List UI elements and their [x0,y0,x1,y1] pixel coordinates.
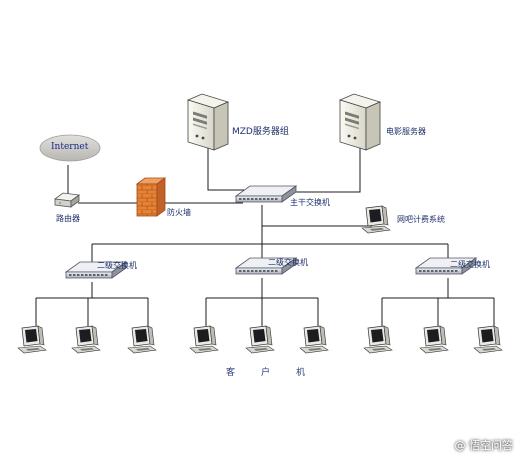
core-switch-icon [235,185,297,203]
billing-computer-icon [361,205,391,234]
client-computer-icon [363,325,393,354]
router-icon [53,192,81,208]
client-computer-icon [473,325,503,354]
firewall-label: 防火墙 [167,208,191,217]
router-label: 路由器 [56,214,80,223]
connection-lines [35,146,495,326]
level2-switch-middle-label: 二级交换机 [268,258,308,267]
mzd-server-label: MZD服务器组 [232,127,289,137]
client-computer-icon [17,325,47,354]
mzd-server-icon [187,93,229,151]
level2-switch-right-label: 二级交换机 [450,260,490,269]
level2-switch-left-label: 二级交换机 [97,261,137,270]
client-computer-icon [127,325,157,354]
client-computer-icon [71,325,101,354]
movie-server-icon [339,93,381,151]
firewall-icon [135,177,167,217]
clients-label: 客户机 [226,368,332,378]
client-computer-icon [245,325,275,354]
movie-server-label: 电影服务器 [386,127,426,136]
client-computer-icon [419,325,449,354]
client-computer-icon [299,325,329,354]
watermark: @ 悟空问答 [454,439,514,452]
internet-cloud-icon [39,134,101,162]
client-computer-icon [189,325,219,354]
core-switch-label: 主干交换机 [290,198,330,207]
internet-label: Internet [51,142,89,152]
billing-system-label: 网吧计费系统 [397,215,445,224]
